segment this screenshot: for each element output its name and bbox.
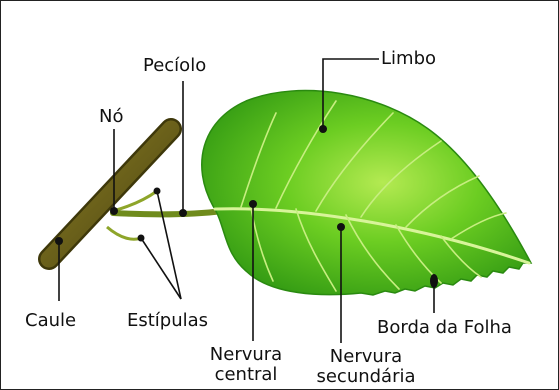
label-nervura-secundaria-line1: Nervura [301,347,431,367]
label-nervura-central-line1: Nervura [186,345,306,365]
label-estipulas: Estípulas [127,311,208,331]
leaf-blade [202,91,531,295]
label-nervura-secundaria: Nervura secundária [301,347,431,387]
label-caule: Caule [25,311,76,331]
label-nervura-secundaria-line2: secundária [301,367,431,387]
label-peciolo: Pecíolo [143,56,206,76]
label-borda-da-folha: Borda da Folha [377,318,512,338]
label-no: Nó [99,107,123,127]
label-nervura-central-line2: central [186,365,306,385]
petiole [113,211,223,214]
label-limbo: Limbo [381,49,436,69]
label-nervura-central: Nervura central [186,345,306,385]
